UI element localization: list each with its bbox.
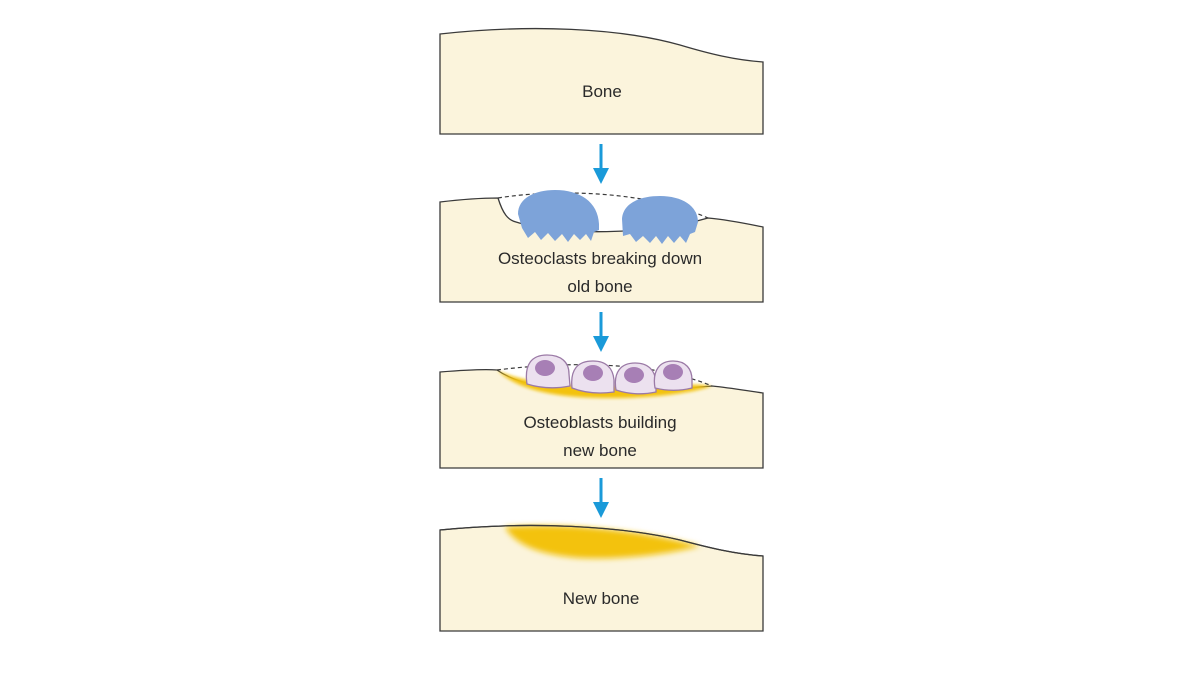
new-bone-layer <box>505 525 700 559</box>
osteoblast-cell <box>571 360 615 394</box>
panel-label: Osteoblasts building <box>523 413 676 432</box>
arrow-down-icon <box>593 144 609 184</box>
bone-surface-line <box>439 524 764 557</box>
panel-label: Osteoclasts breaking down <box>498 249 702 268</box>
panel-osteoclasts: Osteoclasts breaking down old bone <box>439 190 764 303</box>
panel-label: New bone <box>563 589 640 608</box>
arrow-down-icon <box>593 478 609 518</box>
panel-bone: Bone <box>439 27 764 135</box>
osteoclast-cell <box>518 190 599 242</box>
panel-label: old bone <box>567 277 632 296</box>
osteoblast-cell <box>614 362 657 395</box>
arrow-down-icon <box>593 312 609 352</box>
panel-new-bone: New bone <box>439 524 764 632</box>
panel-label: Bone <box>582 82 622 101</box>
new-bone-layer <box>497 370 712 398</box>
bone-block-1 <box>439 27 764 135</box>
osteoblast-cell <box>653 360 693 391</box>
panel-label: new bone <box>563 441 637 460</box>
osteoclast-cell <box>622 196 698 244</box>
panel-osteoblasts: Osteoblasts building new bone <box>439 354 764 469</box>
osteoblast-cell <box>525 354 571 389</box>
